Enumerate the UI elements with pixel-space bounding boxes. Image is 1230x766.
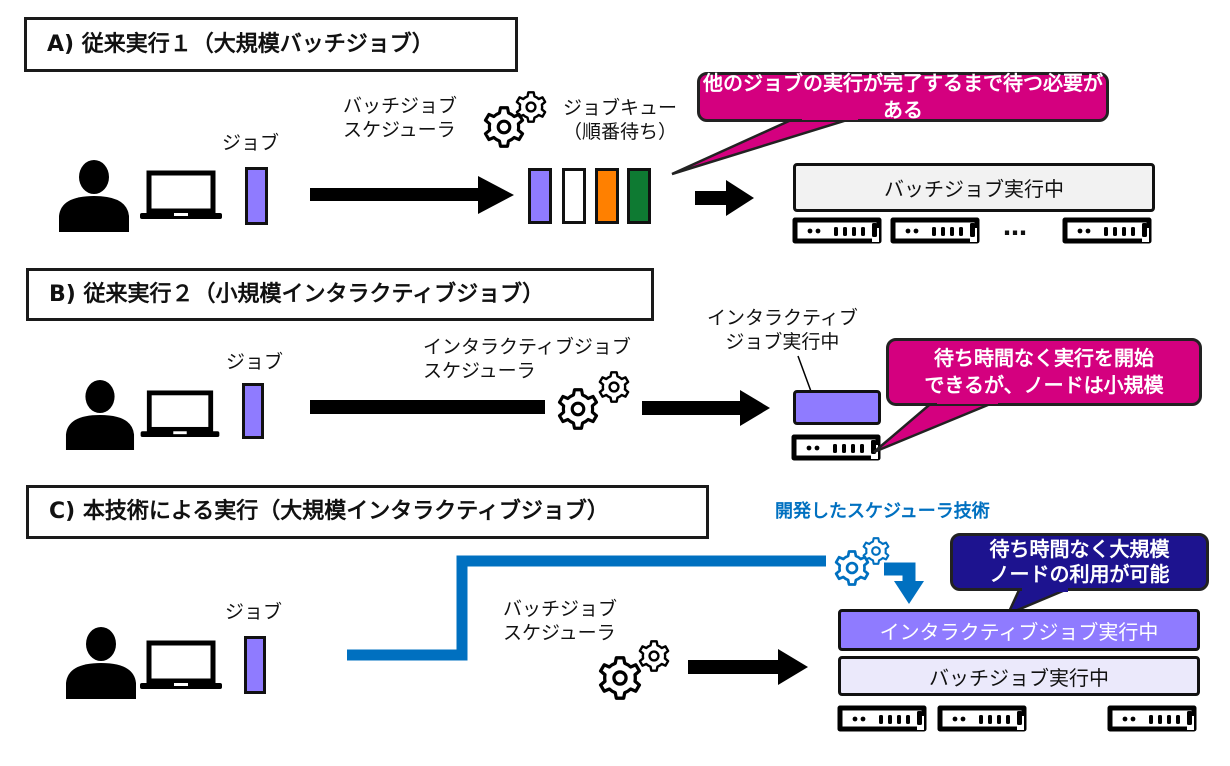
job-label: ジョブ bbox=[226, 351, 284, 373]
job-label: ジョブ bbox=[222, 132, 280, 154]
submit-line bbox=[310, 400, 545, 414]
job-queue-label: ジョブキュー （順番待ち） bbox=[563, 97, 678, 143]
queue-job-white bbox=[562, 168, 586, 224]
dispatch-arrow-head bbox=[778, 649, 808, 685]
job-block bbox=[244, 636, 266, 694]
queue-job-orange bbox=[595, 168, 619, 224]
job-block bbox=[245, 167, 268, 225]
callout-b-tail-cover bbox=[937, 396, 998, 404]
interactive-scheduler-label: インタラクティブジョブ スケジューラ bbox=[423, 336, 631, 382]
callout-small-node: 待ち時間なく実行を開始 できるが、ノードは小規模 bbox=[886, 338, 1202, 406]
batch-running-box: バッチジョブ実行中 bbox=[793, 163, 1155, 212]
callout-c-tail-cover bbox=[1022, 584, 1068, 592]
ellipsis: … bbox=[1003, 213, 1027, 241]
interactive-running-label: インタラクティブ ジョブ実行中 bbox=[707, 307, 858, 353]
dispatch-arrow-head bbox=[740, 390, 770, 426]
callout-wait: 他のジョブの実行が完了するまで待つ必要がある bbox=[697, 71, 1109, 122]
queue-job-green bbox=[627, 168, 651, 224]
compute-node-icon bbox=[1107, 702, 1197, 732]
dispatch-arrow-head bbox=[726, 180, 754, 216]
section-a-title: A) 従来実行１（大規模バッチジョブ） bbox=[24, 17, 518, 72]
interactive-running-box: インタラクティブジョブ実行中 bbox=[838, 609, 1200, 651]
dispatch-arrow-shaft bbox=[642, 401, 742, 415]
job-label: ジョブ bbox=[225, 601, 283, 623]
queue-job-purple bbox=[528, 168, 552, 224]
compute-node-icon bbox=[837, 702, 927, 732]
job-block bbox=[242, 383, 264, 439]
dispatch-arrow-shaft bbox=[695, 191, 727, 205]
batch-running-box: バッチジョブ実行中 bbox=[838, 656, 1200, 696]
submit-arrow-head bbox=[478, 176, 514, 214]
callout-a-tail-cover bbox=[802, 112, 858, 120]
batch-scheduler-label: バッチジョブ スケジューラ bbox=[503, 598, 618, 644]
batch-scheduler-label: バッチジョブ スケジューラ bbox=[343, 95, 458, 141]
dispatch-arrow-shaft bbox=[688, 660, 780, 674]
interactive-running-box bbox=[793, 390, 881, 425]
compute-node-icon bbox=[937, 702, 1027, 732]
section-c-title: C) 本技術による実行（大規模インタラクティブジョブ） bbox=[26, 485, 709, 539]
submit-arrow-shaft bbox=[310, 188, 480, 201]
developed-scheduler-label: 開発したスケジューラ技術 bbox=[775, 501, 990, 522]
section-b-title: B) 従来実行２（小規模インタラクティブジョブ） bbox=[26, 268, 654, 321]
callout-large-node: 待ち時間なく大規模 ノードの利用が可能 bbox=[950, 533, 1209, 591]
